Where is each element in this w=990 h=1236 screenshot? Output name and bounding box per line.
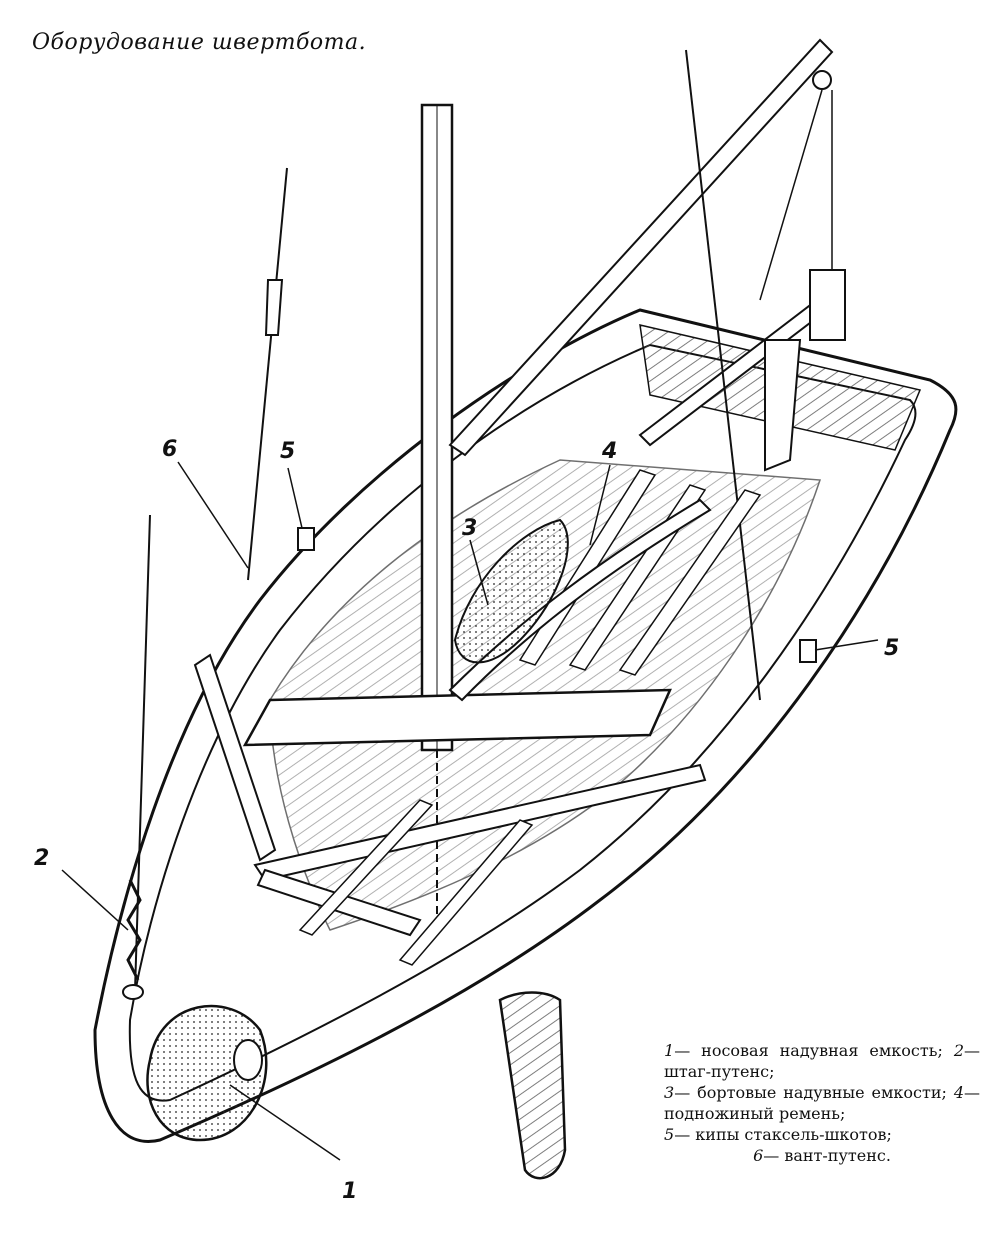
gunwale-inner (128, 343, 917, 1102)
centerboard (498, 991, 567, 1180)
forestay (134, 514, 151, 991)
mainsheet (759, 89, 823, 301)
legend-item-3: 3— бортовые надувные емкости; 4— подножи… (664, 1083, 980, 1123)
boom-block (812, 70, 832, 90)
jib-fairlead-starboard (799, 639, 817, 663)
figure-legend: 1— носовая надувная емкость; 2— штаг-пут… (664, 1040, 980, 1166)
foredeck-beam-1 (193, 653, 277, 862)
callout-3: 3 (462, 516, 477, 541)
boom (448, 38, 834, 457)
callout-5-port: 5 (280, 439, 295, 464)
shroud-turnbuckle (264, 279, 284, 336)
leader-lines (61, 461, 879, 1161)
callout-4: 4 (601, 439, 617, 464)
rudder-head (809, 269, 846, 341)
callout-1: 1 (342, 1179, 357, 1204)
legend-item-5: 5— кипы стаксель-шкотов; (664, 1125, 892, 1144)
callout-6: 6 (162, 437, 177, 462)
callout-5-starboard: 5 (884, 636, 899, 661)
thwart (242, 688, 672, 747)
callout-2: 2 (34, 846, 49, 871)
rudder (764, 339, 802, 472)
legend-item-6: 6— вант-путенс. (753, 1146, 891, 1165)
shroud-port (247, 167, 288, 581)
bow-buoyancy-tank (146, 1004, 268, 1142)
jib-fairlead-port (297, 527, 315, 551)
shroud-starboard (685, 49, 761, 701)
stem-fitting (122, 984, 144, 1000)
figure-title: Оборудование швертбота. (32, 30, 367, 55)
forestay-chain (126, 879, 142, 981)
side-buoyancy-tank (453, 518, 569, 664)
legend-item-1: 1— носовая надувная емкость; 2— штаг-пут… (664, 1041, 980, 1081)
